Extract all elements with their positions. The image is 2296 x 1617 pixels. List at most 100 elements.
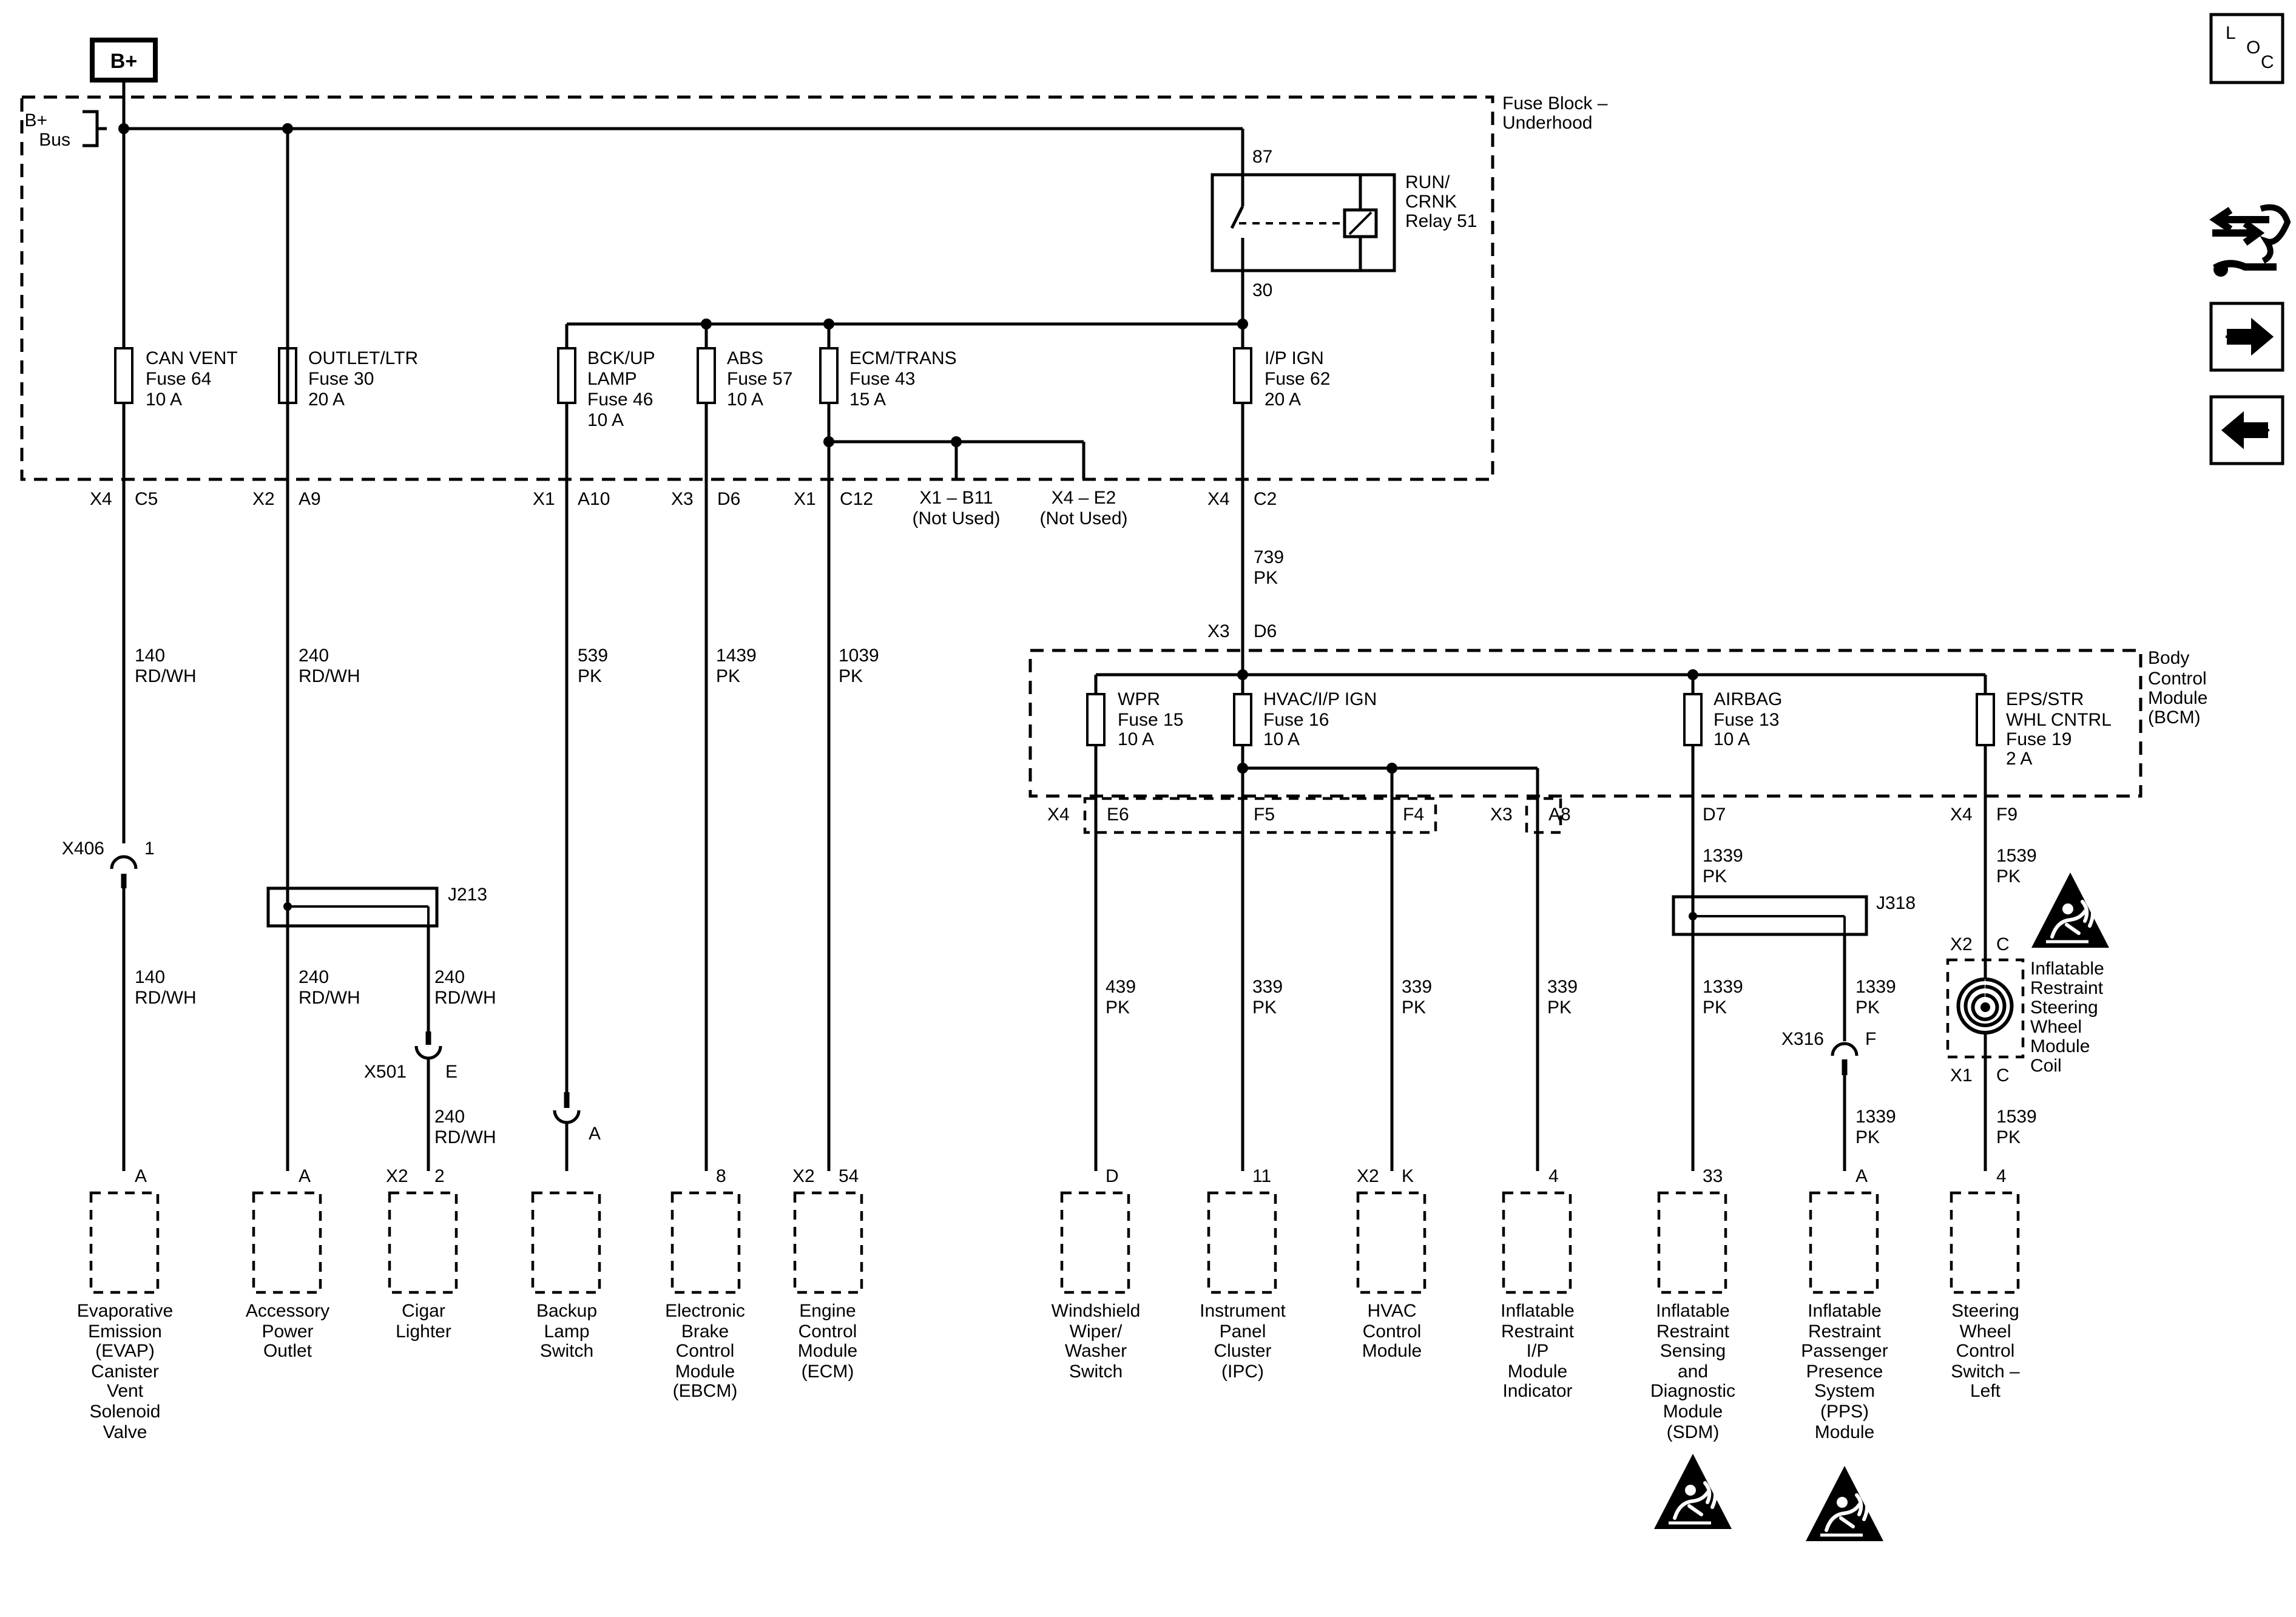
svg-text:Cluster: Cluster xyxy=(1214,1341,1271,1361)
component-pps-module: A Inflatable Restraint Passenger Presenc… xyxy=(1801,1166,1888,1442)
svg-text:F4: F4 xyxy=(1403,805,1424,825)
svg-text:OUTLET/LTR: OUTLET/LTR xyxy=(308,348,418,368)
bus-label-line-2: Bus xyxy=(39,130,70,150)
svg-text:A: A xyxy=(589,1124,601,1144)
connector-backup-lamp: A xyxy=(553,1092,601,1144)
svg-text:ABS: ABS xyxy=(727,348,763,368)
svg-text:PK: PK xyxy=(1106,998,1130,1018)
wire-labels-lower: 439 PK 339 PK 339 PK 339 PK 1339 PK 1339… xyxy=(1106,846,2037,1147)
svg-text:1: 1 xyxy=(144,839,155,859)
svg-text:Module: Module xyxy=(1663,1402,1723,1422)
svg-text:RD/WH: RD/WH xyxy=(434,988,496,1008)
svg-text:PK: PK xyxy=(578,666,602,686)
svg-text:Electronic: Electronic xyxy=(665,1301,745,1321)
component-ipc: 11 Instrument Panel Cluster (IPC) xyxy=(1200,1166,1286,1382)
svg-text:539: 539 xyxy=(578,646,608,666)
svg-text:PK: PK xyxy=(1547,998,1572,1018)
svg-text:X1: X1 xyxy=(533,489,555,509)
not-used-pin-2: X4 – E2 xyxy=(1052,488,1116,508)
svg-text:Backup: Backup xyxy=(536,1301,597,1321)
svg-text:A: A xyxy=(299,1166,311,1186)
bus-label: B+ Bus xyxy=(24,110,107,150)
svg-text:Switch –: Switch – xyxy=(1951,1362,2020,1382)
svg-text:Module: Module xyxy=(1815,1422,1874,1442)
svg-text:Inflatable: Inflatable xyxy=(2030,959,2104,979)
svg-text:PK: PK xyxy=(1855,998,1880,1018)
svg-text:PK: PK xyxy=(716,666,740,686)
svg-text:Steering: Steering xyxy=(1951,1301,2019,1321)
svg-text:C2: C2 xyxy=(1254,489,1277,509)
svg-text:2 A: 2 A xyxy=(2006,749,2032,769)
svg-text:ECM/TRANS: ECM/TRANS xyxy=(849,348,957,368)
svg-text:Lighter: Lighter xyxy=(396,1322,451,1342)
svg-text:PK: PK xyxy=(839,666,863,686)
svg-text:E: E xyxy=(445,1062,458,1082)
relay-label-2: CRNK xyxy=(1405,192,1457,212)
svg-text:Emission: Emission xyxy=(88,1322,162,1342)
svg-text:Module: Module xyxy=(675,1362,735,1382)
svg-text:X2: X2 xyxy=(1950,934,1973,954)
svg-text:WHL CNTRL: WHL CNTRL xyxy=(2006,710,2112,730)
svg-text:739: 739 xyxy=(1254,547,1284,567)
svg-text:Control: Control xyxy=(799,1322,857,1342)
svg-text:140: 140 xyxy=(135,967,165,987)
battery-terminal: B+ xyxy=(90,38,158,83)
svg-text:EPS/STR: EPS/STR xyxy=(2006,689,2084,709)
svg-text:1339: 1339 xyxy=(1703,977,1743,997)
svg-text:Fuse 57: Fuse 57 xyxy=(727,369,792,389)
svg-text:PK: PK xyxy=(1703,866,1727,886)
not-used-pin-1: X1 – B11 xyxy=(919,488,993,508)
svg-text:Module: Module xyxy=(798,1341,857,1361)
next-page-button[interactable] xyxy=(2209,302,2284,372)
svg-text:Evaporative: Evaporative xyxy=(77,1301,173,1321)
svg-text:PK: PK xyxy=(1252,998,1277,1018)
svg-text:HVAC: HVAC xyxy=(1367,1301,1416,1321)
svg-text:A9: A9 xyxy=(299,489,321,509)
component-ebcm: 8 Electronic Brake Control Module (EBCM) xyxy=(665,1166,745,1401)
svg-text:240: 240 xyxy=(299,646,329,666)
svg-text:Inflatable: Inflatable xyxy=(1501,1301,1575,1321)
svg-text:F: F xyxy=(1865,1029,1876,1049)
fuse-wpr: WPR Fuse 15 10 A xyxy=(1086,689,1183,749)
svg-text:AIRBAG: AIRBAG xyxy=(1714,689,1782,709)
svg-text:Fuse 30: Fuse 30 xyxy=(308,369,374,389)
prev-page-button[interactable] xyxy=(2209,395,2284,465)
svg-text:339: 339 xyxy=(1547,977,1578,997)
svg-text:X2: X2 xyxy=(792,1166,815,1186)
bcm-connector-labels: X4 E6 F5 F4 X3 A8 D7 X4 F9 xyxy=(1047,805,2017,825)
not-used-note-1: (Not Used) xyxy=(912,508,1000,528)
svg-text:Restraint: Restraint xyxy=(1501,1322,1575,1342)
svg-text:X4: X4 xyxy=(1047,805,1070,825)
svg-text:Inflatable: Inflatable xyxy=(1656,1301,1730,1321)
svg-text:Steering: Steering xyxy=(2030,998,2098,1018)
svg-text:Windshield: Windshield xyxy=(1052,1301,1141,1321)
component-windshield-wiper-switch: D Windshield Wiper/ Washer Switch xyxy=(1052,1166,1141,1382)
battery-label: B+ xyxy=(110,50,137,73)
fuse-eps-str-whl-cntrl: EPS/STR WHL CNTRL Fuse 19 2 A xyxy=(1976,689,2112,769)
fuse-ecm-trans: ECM/TRANS Fuse 43 15 A xyxy=(819,347,957,410)
svg-text:Wiper/: Wiper/ xyxy=(1070,1322,1123,1342)
svg-text:J318: J318 xyxy=(1876,893,1916,913)
svg-text:4: 4 xyxy=(1548,1166,1559,1186)
svg-text:Presence: Presence xyxy=(1806,1362,1883,1382)
svg-text:Cigar: Cigar xyxy=(402,1301,445,1321)
svg-text:RD/WH: RD/WH xyxy=(135,988,197,1008)
svg-text:(BCM): (BCM) xyxy=(2148,707,2201,727)
bcm-outline xyxy=(1028,649,2142,798)
relay-label-3: Relay 51 xyxy=(1405,211,1477,231)
svg-text:Control: Control xyxy=(1956,1341,2015,1361)
wrench-icon[interactable] xyxy=(2209,204,2291,277)
svg-text:439: 439 xyxy=(1106,977,1136,997)
location-button[interactable]: L O C xyxy=(2209,13,2284,84)
component-steering-wheel-control-switch: 4 Steering Wheel Control Switch – Left xyxy=(1950,1166,2020,1401)
run-crank-relay: 87 RUN/ CRNK Relay 51 30 xyxy=(1210,147,1477,300)
bus-label-line-1: B+ xyxy=(24,110,47,130)
svg-text:339: 339 xyxy=(1402,977,1432,997)
fuse-block-label-1: Fuse Block – xyxy=(1502,93,1608,113)
svg-text:Indicator: Indicator xyxy=(1502,1381,1572,1401)
fuse-block-underhood-outline xyxy=(20,95,1494,481)
svg-text:X2: X2 xyxy=(386,1166,408,1186)
svg-text:1539: 1539 xyxy=(1996,1107,2037,1127)
component-evap-vent-solenoid: A Evaporative Emission (EVAP) Canister V… xyxy=(77,1166,173,1442)
svg-text:C5: C5 xyxy=(135,489,158,509)
